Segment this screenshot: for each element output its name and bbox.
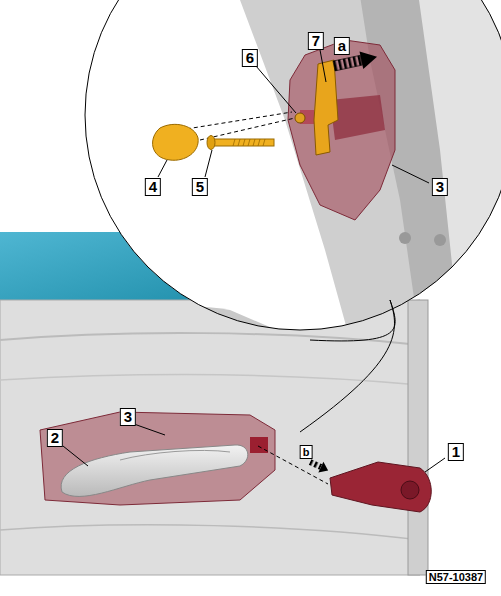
direction-letter: b [300, 445, 313, 459]
callout-number: 6 [242, 49, 258, 67]
callout-number: 2 [47, 429, 63, 447]
direction-letter: a [334, 37, 350, 55]
callout-number: 1 [448, 443, 464, 461]
callout-number: 4 [145, 178, 161, 196]
callout-number: 3 [120, 408, 136, 426]
callout-number: 3 [432, 178, 448, 196]
figure-code: N57-10387 [426, 570, 486, 584]
callout-number: 7 [308, 32, 324, 50]
callout-number: 5 [192, 178, 208, 196]
